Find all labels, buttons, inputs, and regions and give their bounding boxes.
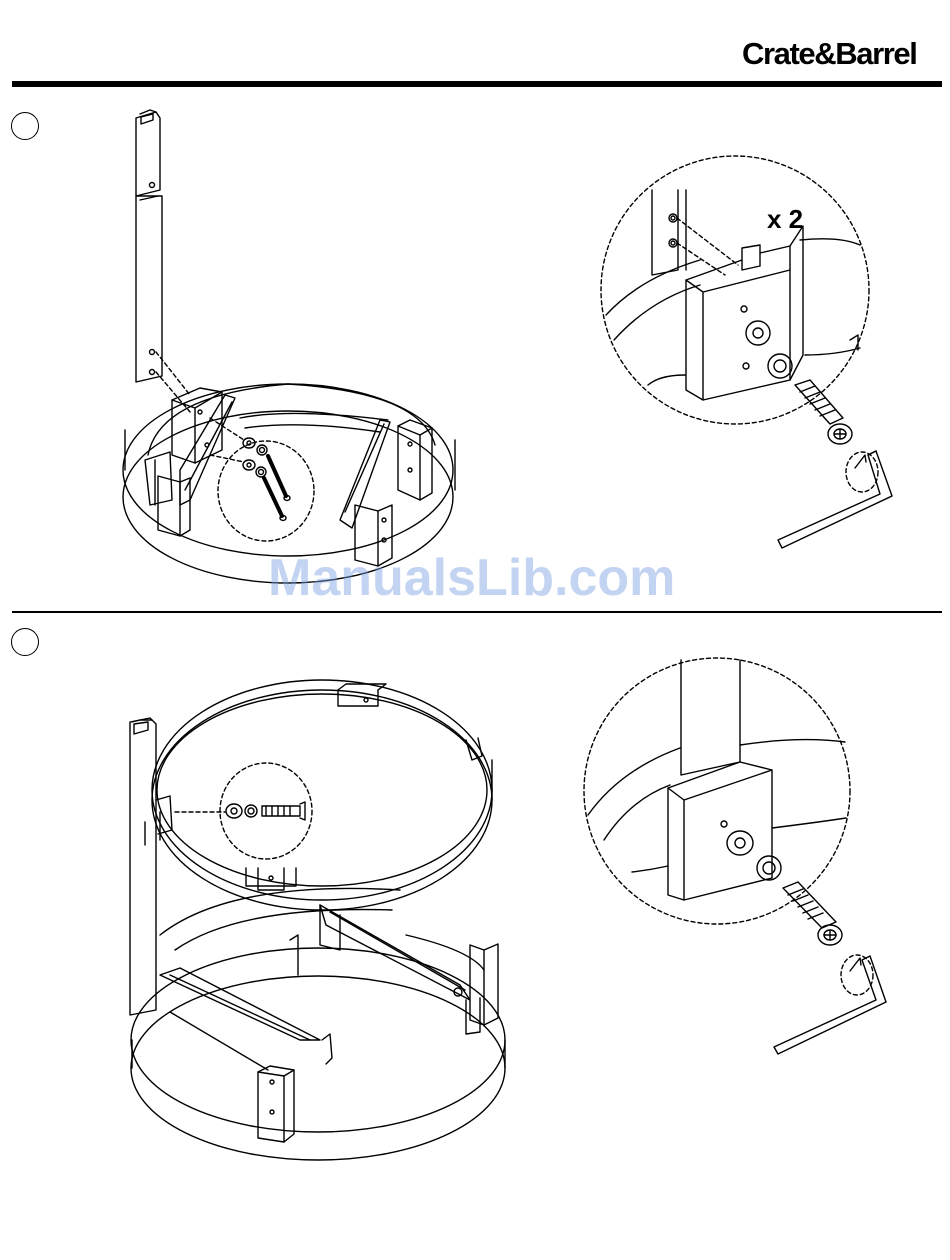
- step-2-lower-ring: [131, 888, 505, 1160]
- step-1-detail-callout: x 2: [601, 156, 892, 548]
- watermark-text: ManualsLib.com: [268, 548, 675, 608]
- step-1-right-bracket: [340, 420, 432, 566]
- step-2-leg: [130, 718, 172, 1015]
- step-1-hardware-callout: [210, 418, 314, 541]
- step-1-left-bracket: [145, 388, 235, 536]
- quantity-label: x 2: [767, 204, 803, 234]
- step-2-upper-ring: [145, 680, 492, 910]
- step-2-hardware-callout: [175, 763, 312, 859]
- step-2-detail-callout: [584, 658, 886, 1054]
- step-1-leg: [136, 110, 190, 412]
